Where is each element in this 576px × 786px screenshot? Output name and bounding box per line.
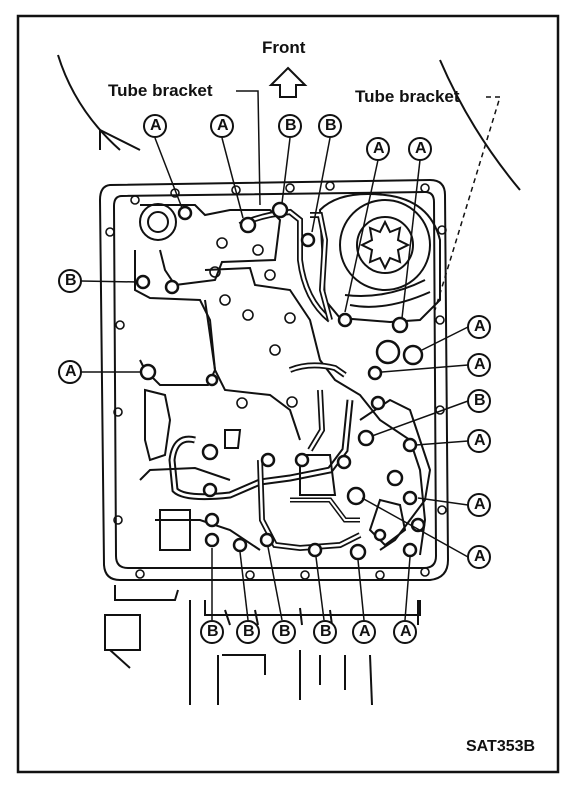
callout-b: B	[243, 623, 255, 640]
callout-a: A	[474, 548, 486, 565]
accumulator	[159, 509, 191, 551]
callout-b: B	[65, 272, 77, 289]
figure-border	[16, 14, 560, 774]
callout-a: A	[373, 140, 385, 157]
case-edge-left	[57, 54, 121, 151]
pump-gear	[359, 219, 411, 271]
callout-a: A	[415, 140, 427, 157]
callout-a: A	[65, 363, 77, 380]
callout-b: B	[474, 392, 486, 409]
callout-a: A	[474, 432, 486, 449]
callout-b: B	[320, 623, 332, 640]
callout-a: A	[474, 496, 486, 513]
pan-flange-outer	[98, 178, 450, 581]
valve-body-upper	[204, 266, 427, 556]
strainer-port	[139, 203, 177, 241]
bolt-marker	[177, 205, 193, 221]
callout-a: A	[400, 623, 412, 640]
tube-bracket-label-right: Tube bracket	[355, 87, 460, 106]
front-arrow-icon	[268, 66, 308, 98]
callout-b: B	[285, 117, 297, 134]
figure-code: SAT353B	[466, 738, 536, 755]
callout-a: A	[474, 318, 486, 335]
leader-tube-bracket-right	[434, 96, 502, 311]
tube-bracket-label-left: Tube bracket	[108, 81, 213, 100]
callout-a: A	[359, 623, 371, 640]
case-edge-right	[439, 59, 521, 191]
callout-b: B	[325, 117, 337, 134]
callout-a: A	[217, 117, 229, 134]
callout-a: A	[150, 117, 162, 134]
oil-pump	[339, 199, 431, 291]
callout-a: A	[474, 356, 486, 373]
callout-b: B	[279, 623, 291, 640]
callout-b: B	[207, 623, 219, 640]
leader-tube-bracket-left	[236, 90, 261, 206]
front-label: Front	[262, 38, 306, 57]
